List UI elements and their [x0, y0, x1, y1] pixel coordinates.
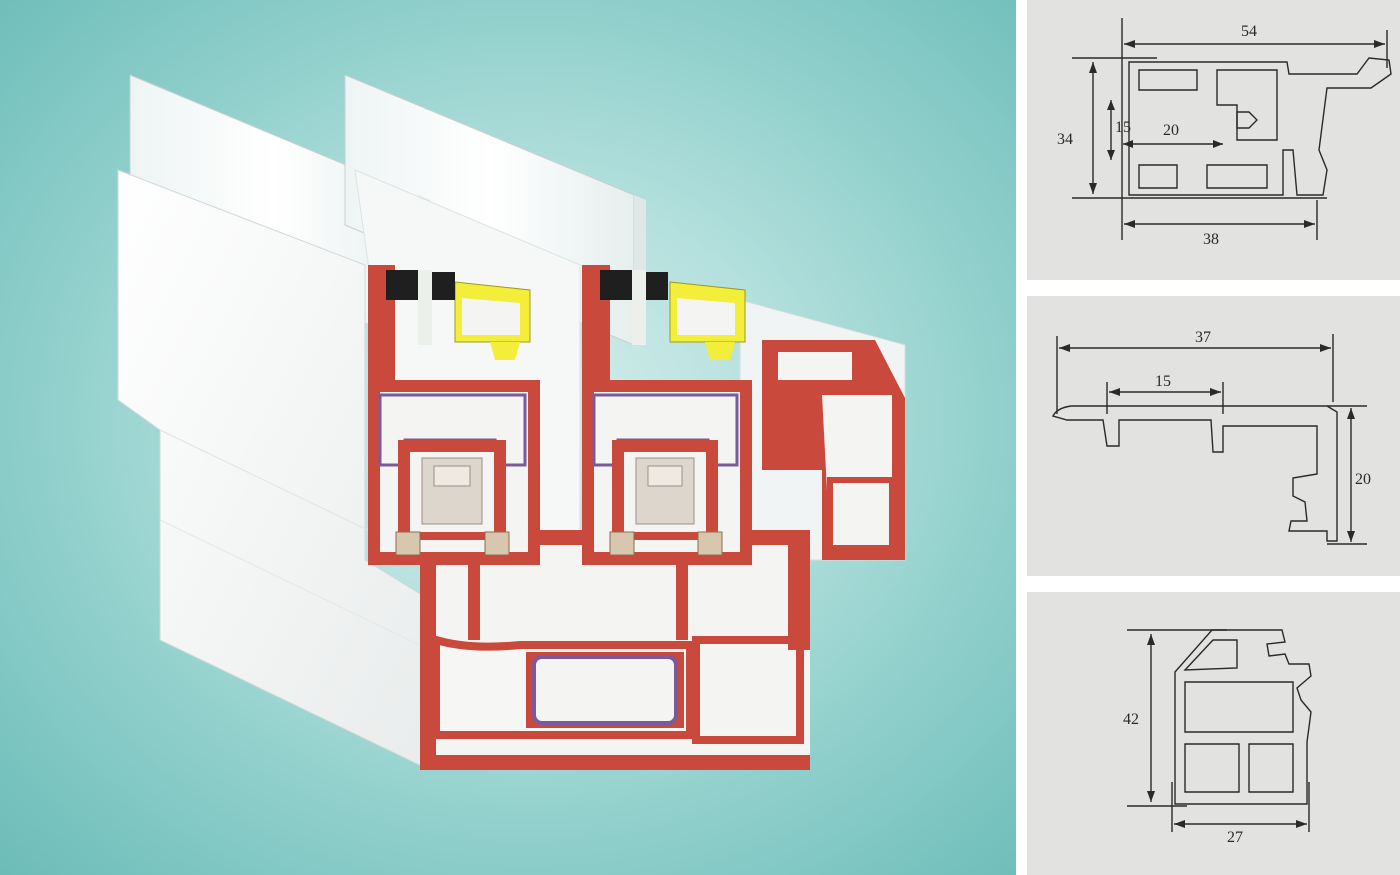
- profile-3-drawing: [1127, 629, 1312, 832]
- dimension-height-left: 34: [1057, 131, 1073, 148]
- dimension-width-bottom: 38: [1203, 231, 1219, 248]
- dimension-inner-height: 15: [1115, 119, 1131, 136]
- profile-1-drawing: [1072, 18, 1392, 240]
- dimension-width-top: 37: [1195, 329, 1211, 346]
- dimension-inner-width: 20: [1163, 122, 1179, 139]
- dimension-width-top: 54: [1241, 23, 1257, 40]
- outer-frame-section: [420, 530, 810, 770]
- dimension-width-bottom: 27: [1227, 829, 1243, 846]
- sash-section-left: [368, 265, 540, 565]
- dimension-height-right: 20: [1355, 471, 1371, 488]
- dimension-height-left: 42: [1123, 711, 1139, 728]
- dimension-inner-width: 15: [1155, 373, 1171, 390]
- profile-drawing-panel-2: 37 15 20: [1027, 296, 1400, 576]
- profile-drawing-panel-3: 42 27: [1027, 592, 1400, 875]
- profile-2-drawing: [1051, 334, 1367, 545]
- profile-drawing-panel-1: 54 34 15 20 38: [1027, 0, 1400, 280]
- cutaway-drawing: [117, 74, 906, 771]
- sash-section-right: [582, 265, 752, 565]
- sliding-window-cutaway-illustration: [0, 0, 1016, 875]
- side-jamb-section: [762, 340, 905, 560]
